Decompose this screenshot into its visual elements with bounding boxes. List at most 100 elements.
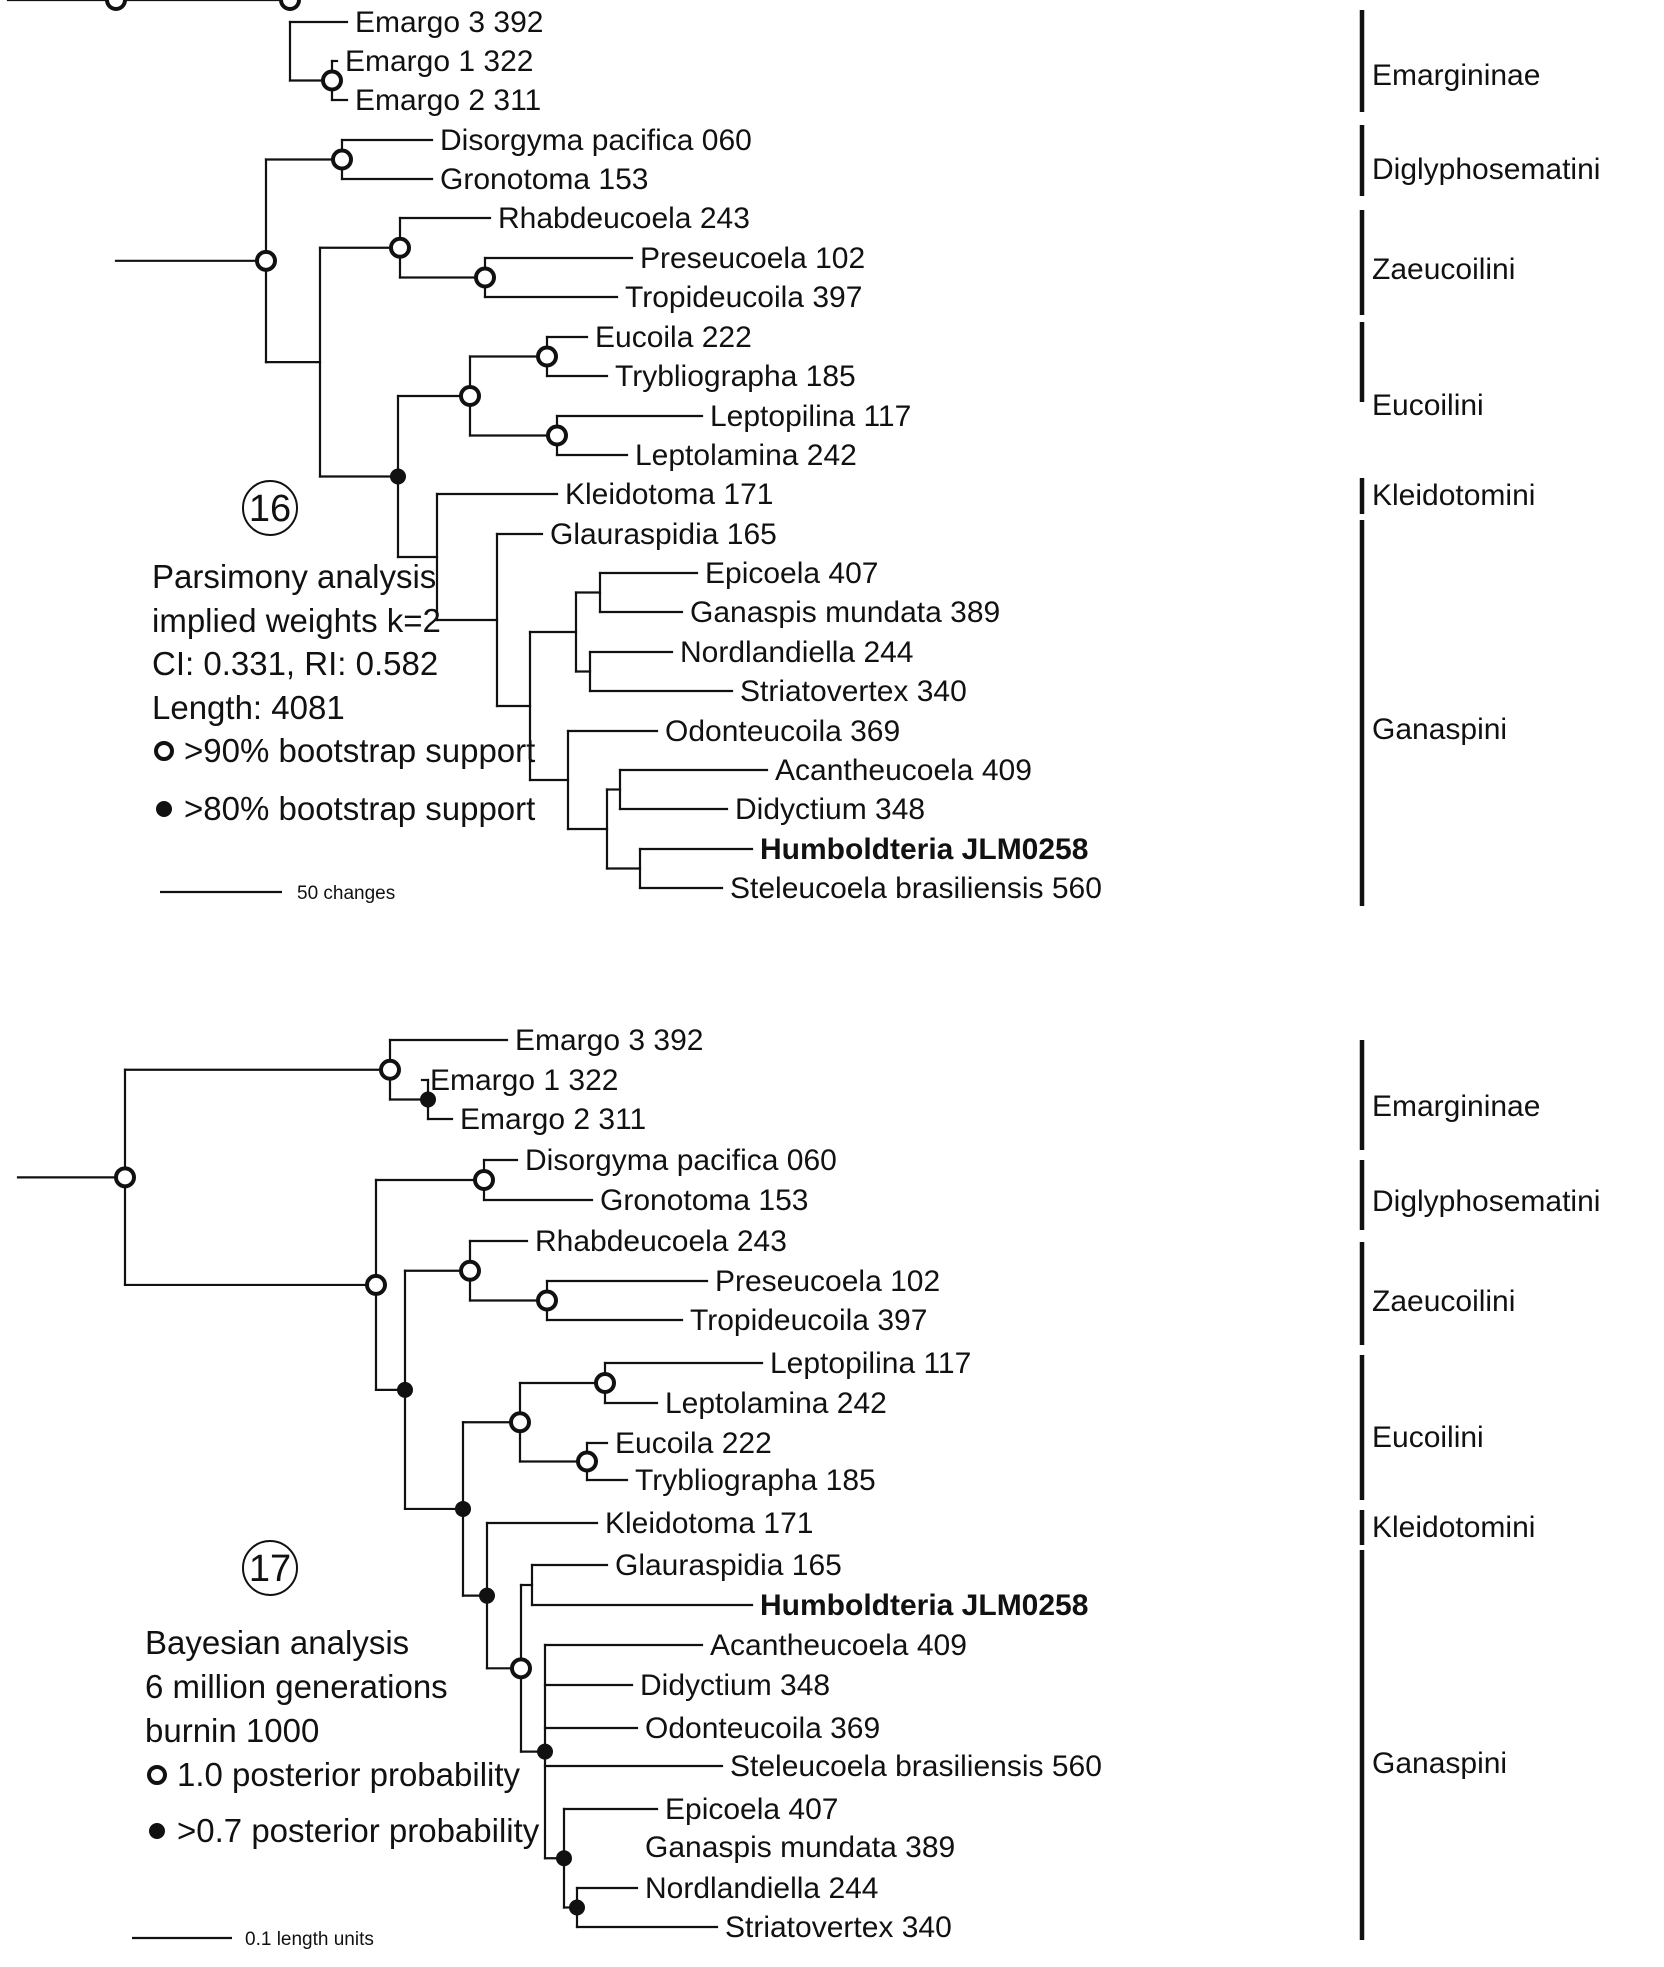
fig17-taxon-humboldteria-jlm0258: Humboldteria JLM0258 (760, 1589, 1088, 1622)
fig16-figure-number: 16 (249, 488, 291, 530)
fig16-node-open-circle-b (331, 148, 353, 171)
fig16-node-open-circle-e2 (546, 424, 568, 447)
fig16-node-open-circle-bz (255, 249, 277, 272)
fig16-node-open-circle-a1 (279, 0, 301, 11)
fig16-scale-bar-label: 50 changes (297, 883, 395, 904)
fig17-clade-label-zaeucoilini: Zaeucoilini (1372, 1285, 1515, 1318)
fig17-taxon-trybliographa-185: Trybliographa 185 (635, 1464, 876, 1497)
fig16-legend-line-3: Length: 4081 (152, 689, 345, 726)
fig17-node-open-circle-r (114, 1166, 136, 1189)
fig16-taxon-ganaspis-mundata-389: Ganaspis mundata 389 (690, 596, 1000, 629)
fig17-node-open-circle-z (459, 1259, 481, 1282)
fig17-taxon-nordlandiella-244: Nordlandiella 244 (645, 1872, 879, 1905)
fig17-node-filled-circle-zk (397, 1381, 413, 1398)
fig17-node-open-circle-z1 (536, 1289, 558, 1312)
fig16-node-open-circle-e (459, 385, 481, 407)
fig17-figure-number: 17 (249, 1548, 291, 1590)
fig17-taxon-glauraspidia-165: Glauraspidia 165 (615, 1549, 842, 1582)
fig16-taxon-odonteucoila-369: Odonteucoila 369 (665, 715, 900, 748)
fig17-taxon-acantheucoela-409: Acantheucoela 409 (710, 1629, 967, 1662)
fig17-node-filled-circle-g2 (556, 1850, 572, 1867)
fig17-taxon-ganaspis-mundata-389: Ganaspis mundata 389 (645, 1831, 955, 1864)
fig16-taxon-leptopilina-117: Leptopilina 117 (710, 400, 911, 433)
fig16-clade-label-emargininae: Emargininae (1372, 59, 1540, 92)
fig16-legend-line-2: CI: 0.331, RI: 0.582 (152, 645, 438, 682)
fig16-taxon-didyctium-348: Didyctium 348 (735, 793, 925, 826)
fig17-node-open-circle-e (509, 1411, 531, 1434)
fig16-taxon-humboldteria-jlm0258: Humboldteria JLM0258 (760, 833, 1088, 866)
fig16-taxon-nordlandiella-244: Nordlandiella 244 (680, 636, 914, 669)
fig17-taxon-epicoela-407: Epicoela 407 (665, 1793, 838, 1826)
fig17-taxon-leptolamina-242: Leptolamina 242 (665, 1387, 887, 1420)
fig16-figure-number-circle (242, 480, 298, 536)
fig16-legend-line-0: Parsimony analysis (152, 558, 436, 595)
fig16-clade-label-kleidotomini: Kleidotomini (1372, 479, 1535, 512)
fig17-taxon-steleucoela-brasiliensis-560: Steleucoela brasiliensis 560 (730, 1750, 1102, 1783)
fig16-taxon-preseucoela-102: Preseucoela 102 (640, 242, 865, 275)
fig17-node-open-circle-bz (365, 1273, 387, 1296)
fig16-legend-support-0: >90% bootstrap support (184, 732, 535, 769)
fig17-node-filled-circle-g1 (537, 1743, 553, 1760)
fig17-taxon-gronotoma-153: Gronotoma 153 (600, 1184, 808, 1217)
fig16-clade-label-eucoilini: Eucoilini (1372, 389, 1484, 422)
fig16-clade-label-ganaspini: Ganaspini (1372, 713, 1507, 746)
fig17-clade-label-kleidotomini: Kleidotomini (1372, 1511, 1535, 1544)
fig17-legend-filled-circle-icon (149, 1823, 165, 1839)
fig17-legend-line-1: 6 million generations (145, 1668, 448, 1705)
fig16-node-filled-circle-ek (390, 468, 406, 485)
fig17-legend-line-2: burnin 1000 (145, 1712, 319, 1749)
fig17-clade-label-diglyphosematini: Diglyphosematini (1372, 1185, 1600, 1218)
fig16-node-open-circle-z (389, 236, 411, 259)
fig16-clade-label-diglyphosematini: Diglyphosematini (1372, 153, 1600, 186)
fig16-taxon-emargo-1-322: Emargo 1 322 (345, 45, 533, 78)
fig17-taxon-emargo-1-322: Emargo 1 322 (430, 1064, 618, 1097)
fig17-taxon-rhabdeucoela-243: Rhabdeucoela 243 (535, 1225, 787, 1258)
fig16-node-open-circle-r (105, 0, 127, 11)
fig17-taxon-emargo-3-392: Emargo 3 392 (515, 1024, 703, 1057)
fig16-taxon-tropideucoila-397: Tropideucoila 397 (625, 281, 862, 314)
fig16-taxon-steleucoela-brasiliensis-560: Steleucoela brasiliensis 560 (730, 872, 1102, 905)
fig17-clade-label-emargininae: Emargininae (1372, 1090, 1540, 1123)
fig17-node-open-circle-b (473, 1169, 495, 1191)
fig16-taxon-disorgyma-pacifica-060: Disorgyma pacifica 060 (440, 124, 752, 157)
fig16-taxon-striatovertex-340: Striatovertex 340 (740, 675, 967, 708)
fig17-legend-open-circle-icon (147, 1765, 167, 1785)
fig17-clade-label-eucoilini: Eucoilini (1372, 1421, 1484, 1454)
fig17-legend-line-0: Bayesian analysis (145, 1624, 409, 1661)
fig16-taxon-glauraspidia-165: Glauraspidia 165 (550, 518, 777, 551)
fig17-taxon-didyctium-348: Didyctium 348 (640, 1669, 830, 1702)
fig17-figure-number-circle (242, 1540, 298, 1596)
fig16-taxon-acantheucoela-409: Acantheucoela 409 (775, 754, 1032, 787)
fig17-taxon-preseucoela-102: Preseucoela 102 (715, 1265, 940, 1298)
fig17-taxon-odonteucoila-369: Odonteucoila 369 (645, 1712, 880, 1745)
fig16-legend-line-1: implied weights k=2 (152, 602, 441, 639)
fig16-taxon-eucoila-222: Eucoila 222 (595, 321, 752, 354)
fig16-taxon-epicoela-407: Epicoela 407 (705, 557, 878, 590)
fig17-node-open-circle-g (510, 1657, 532, 1680)
fig16-taxon-rhabdeucoela-243: Rhabdeucoela 243 (498, 202, 750, 235)
fig17-node-filled-circle-k (479, 1587, 495, 1604)
fig17-node-filled-circle-ek (455, 1500, 471, 1517)
fig17-taxon-emargo-2-311: Emargo 2 311 (460, 1103, 646, 1136)
fig17-node-filled-circle-g3 (569, 1899, 585, 1916)
fig17-node-open-circle-e2 (576, 1450, 598, 1473)
fig16-taxon-emargo-2-311: Emargo 2 311 (355, 84, 541, 117)
fig17-scale-bar-label: 0.1 length units (245, 1929, 374, 1950)
fig16-taxon-leptolamina-242: Leptolamina 242 (635, 439, 857, 472)
fig16-legend-open-circle-icon (154, 741, 174, 761)
fig16-taxon-gronotoma-153: Gronotoma 153 (440, 163, 648, 196)
fig17-taxon-eucoila-222: Eucoila 222 (615, 1427, 772, 1460)
support-nodes (105, 0, 616, 1916)
clade-labels: EmargininaeDiglyphosematiniZaeucoiliniEu… (1372, 59, 1600, 1780)
fig16-taxon-trybliographa-185: Trybliographa 185 (615, 360, 856, 393)
fig17-taxon-striatovertex-340: Striatovertex 340 (725, 1911, 952, 1944)
fig16-node-open-circle-z1 (474, 266, 496, 289)
fig17-node-open-circle-a1 (379, 1058, 401, 1081)
fig16-legend-filled-circle-icon (156, 801, 172, 817)
fig17-taxon-disorgyma-pacifica-060: Disorgyma pacifica 060 (525, 1144, 837, 1177)
fig16-legend-support-1: >80% bootstrap support (184, 790, 535, 827)
fig17-node-filled-circle-a2 (420, 1091, 436, 1108)
